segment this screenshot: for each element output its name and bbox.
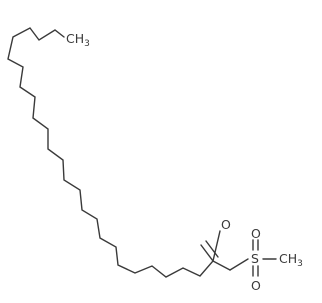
methylene-sulfur-bond	[229, 258, 249, 271]
sulfur-label: S	[251, 251, 259, 266]
sulfonyl-oxygen-upper-label: O	[251, 226, 261, 241]
ketone-bond	[212, 230, 221, 262]
alkyl-chain-bonds	[7, 27, 214, 278]
sulfonyl-oxygen-lower-label: O	[251, 278, 261, 293]
terminal-methyl-label: CH3	[66, 31, 90, 49]
carbonyl-methylene-bond	[212, 260, 231, 271]
ketone-oxygen-label: O	[221, 217, 231, 232]
ketone-double-bond	[205, 240, 219, 258]
sulfonyl-methyl-label: CH3	[279, 251, 303, 269]
